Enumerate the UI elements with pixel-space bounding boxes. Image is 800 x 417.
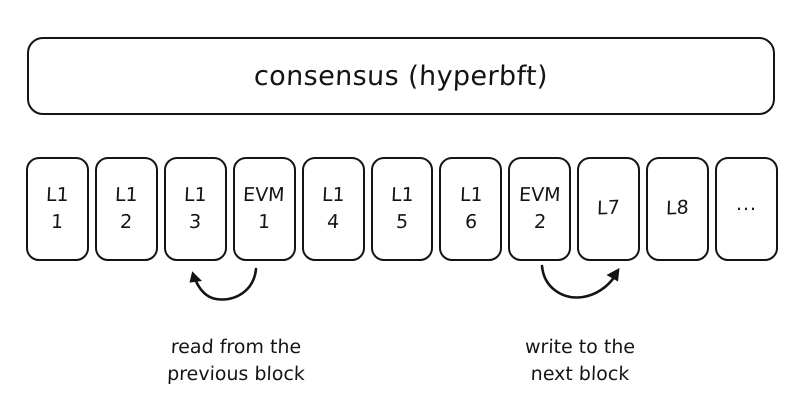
block-l1-2: L1 2 <box>94 157 158 261</box>
block-row: L1 1 L1 2 L1 3 EVM 1 L1 4 L1 5 L1 6 EVM <box>26 157 778 261</box>
block-label-secondary: 1 <box>50 211 65 233</box>
ellipsis-icon: ... <box>735 193 758 216</box>
block-l1-5: L1 5 <box>370 157 434 261</box>
block-evm-1: EVM 1 <box>232 157 296 261</box>
block-label-secondary: 1 <box>257 211 271 233</box>
consensus-box: consensus (hyperbft) <box>27 37 775 115</box>
block-label-primary: L1 <box>183 183 208 206</box>
block-evm-2: EVM 2 <box>508 157 572 261</box>
block-label-secondary: 3 <box>188 211 202 233</box>
block-label-secondary: 2 <box>119 211 134 233</box>
block-more: ... <box>715 157 778 261</box>
block-label-primary: L7 <box>596 196 621 220</box>
block-l1-4: L1 4 <box>301 157 365 261</box>
block-label-primary: L1 <box>45 183 70 206</box>
block-l1-3: L1 3 <box>163 157 227 261</box>
consensus-label: consensus (hyperbft) <box>253 60 549 92</box>
annotation-write: write to the next block <box>460 334 700 388</box>
block-label-primary: EVM <box>518 183 562 206</box>
annotation-write-line2: next block <box>530 362 630 385</box>
annotation-read-line1: read from the <box>170 336 302 358</box>
block-label-secondary: 4 <box>326 211 340 233</box>
block-l7: L7 <box>577 157 641 261</box>
annotation-read: read from the previous block <box>116 334 356 388</box>
block-label-primary: L1 <box>321 183 346 206</box>
annotation-write-line1: write to the <box>524 336 636 358</box>
block-l8: L8 <box>646 157 710 261</box>
block-label-primary: EVM <box>242 183 286 206</box>
block-l1-6: L1 6 <box>439 157 503 261</box>
block-label-primary: L1 <box>390 183 414 206</box>
curved-arrow-up-left-icon <box>189 267 258 301</box>
block-label-secondary: 6 <box>464 211 478 233</box>
curved-arrow-up-right-icon <box>540 264 620 299</box>
annotation-read-line2: previous block <box>166 362 306 385</box>
block-l1-1: L1 1 <box>26 157 89 261</box>
block-label-secondary: 2 <box>533 211 547 233</box>
block-label-primary: L1 <box>459 183 483 206</box>
block-label-primary: L1 <box>114 183 139 206</box>
block-label-secondary: 5 <box>395 211 409 233</box>
block-label-primary: L8 <box>665 196 690 220</box>
